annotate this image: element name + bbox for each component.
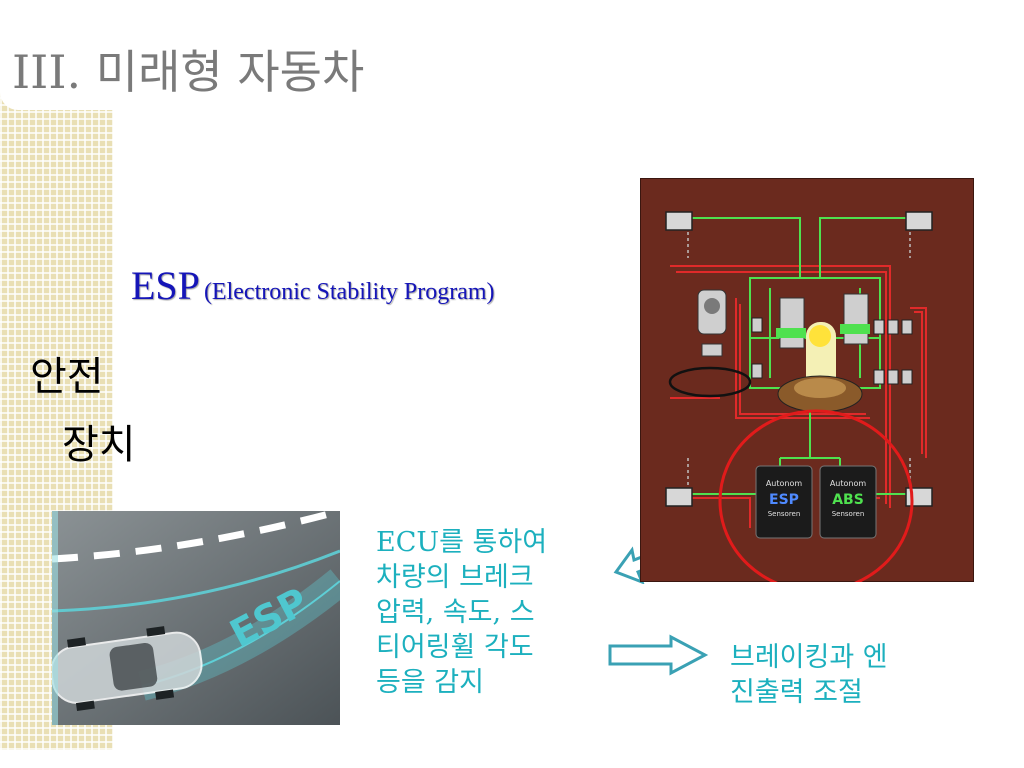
module-abs-top: Autonom xyxy=(830,479,867,488)
result-description: 브레이킹과 엔 진출력 조절 xyxy=(730,640,888,710)
result-line: 진출력 조절 xyxy=(730,677,863,708)
arrow-right-icon xyxy=(608,634,709,676)
ecu-line: 등을 감지 xyxy=(376,667,484,698)
safety-label-line1: 안전 xyxy=(30,354,104,400)
result-line: 브레이킹과 엔 xyxy=(730,642,888,673)
safety-label-line2: 장치 xyxy=(62,422,136,468)
module-esp-bottom: Sensoren xyxy=(768,510,801,518)
highlight-circle xyxy=(718,409,914,582)
module-abs-bottom: Sensoren xyxy=(832,510,865,518)
module-esp-top: Autonom xyxy=(766,479,803,488)
ecu-line: 압력, 속도, 스 xyxy=(376,597,535,628)
esp-system-diagram: Autonom ESP Sensoren Autonom ABS Sensore… xyxy=(640,178,974,582)
slide-title: III. 미래형 자동차 xyxy=(12,45,365,99)
esp-full-name: (Electronic Stability Program) xyxy=(203,279,495,305)
esp-heading: ESP (Electronic Stability Program) xyxy=(131,262,495,309)
ecu-line: 티어링휠 각도 xyxy=(376,632,534,663)
title-area: III. 미래형 자동차 xyxy=(0,0,1024,110)
module-esp-label: ESP xyxy=(769,492,799,508)
ecu-description: ECU를 통하여 차량의 브레크 압력, 속도, 스 티어링휠 각도 등을 감지 xyxy=(376,525,547,700)
ecu-line: ECU를 통하여 xyxy=(376,527,548,558)
decorative-sidebar xyxy=(0,0,113,750)
esp-abbreviation: ESP xyxy=(131,263,200,308)
ecu-line: 차량의 브레크 xyxy=(376,562,534,593)
module-abs-label: ABS xyxy=(832,492,864,508)
car-esp-photo: ESP xyxy=(52,511,340,725)
